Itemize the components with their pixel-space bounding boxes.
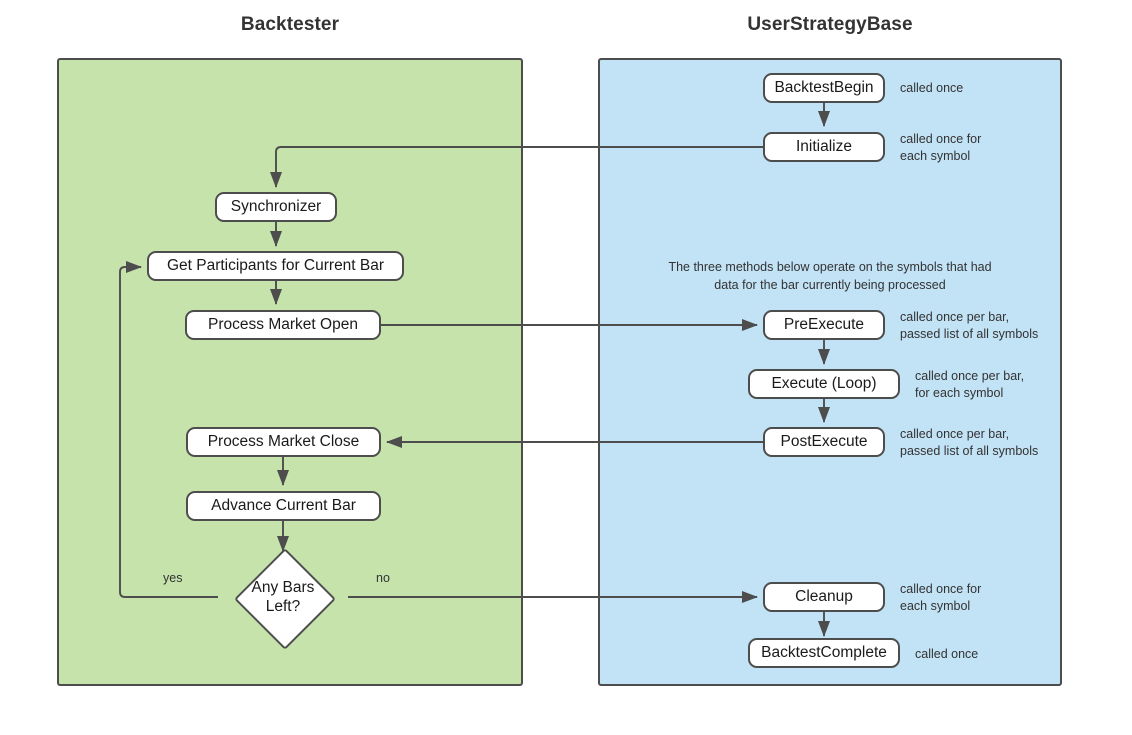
node-synchronizer-label: Synchronizer [230,198,322,216]
node-advance-current-bar-label: Advance Current Bar [211,497,356,515]
annotation-postexecute: called once per bar, passed list of all … [900,427,1039,458]
annotation-execute-loop: called once per bar, for each symbol [915,369,1025,400]
node-preexecute[interactable]: PreExecute [763,310,885,340]
node-get-participants-label: Get Participants for Current Bar [166,257,385,275]
diamond-label-line2: Left? [265,598,301,615]
node-process-market-close-label: Process Market Close [207,433,360,451]
node-backtestbegin-label: BacktestBegin [774,79,874,97]
node-cleanup[interactable]: Cleanup [763,582,885,612]
node-preexecute-label: PreExecute [783,316,865,334]
annotation-backtestbegin: called once [900,81,964,95]
node-synchronizer[interactable]: Synchronizer [215,192,337,222]
node-postexecute[interactable]: PostExecute [763,427,885,457]
diamond-label-line1: Any Bars [251,578,315,596]
note-three-methods: The three methods below operate on the s… [668,260,992,293]
node-initialize[interactable]: Initialize [763,132,885,162]
column-title-userstrategybase: UserStrategyBase [747,14,913,35]
node-backtestcomplete[interactable]: BacktestComplete [748,638,900,668]
node-backtestbegin[interactable]: BacktestBegin [763,73,885,103]
annotation-initialize: called once for each symbol [900,132,982,163]
node-process-market-close[interactable]: Process Market Close [186,427,381,457]
node-advance-current-bar[interactable]: Advance Current Bar [186,491,381,521]
node-postexecute-label: PostExecute [780,433,868,451]
node-process-market-open-label: Process Market Open [208,316,358,334]
edge-label-yes: yes [163,571,183,585]
node-process-market-open[interactable]: Process Market Open [185,310,381,340]
column-title-backtester: Backtester [240,14,340,35]
node-get-participants-for-current-bar[interactable]: Get Participants for Current Bar [147,251,404,281]
node-execute-loop-label: Execute (Loop) [771,375,877,393]
node-execute-loop[interactable]: Execute (Loop) [748,369,900,399]
edge-label-no: no [376,571,390,585]
node-backtestcomplete-label: BacktestComplete [761,644,887,662]
annotation-preexecute: called once per bar, passed list of all … [900,310,1039,341]
annotation-cleanup: called once for each symbol [900,582,982,613]
annotation-backtestcomplete: called once [915,647,979,661]
node-initialize-label: Initialize [796,138,852,156]
node-cleanup-label: Cleanup [795,588,853,606]
node-any-bars-left-decision[interactable]: Any Bars Left? [218,548,348,650]
diamond-label-group: Any Bars Left? [218,549,348,645]
